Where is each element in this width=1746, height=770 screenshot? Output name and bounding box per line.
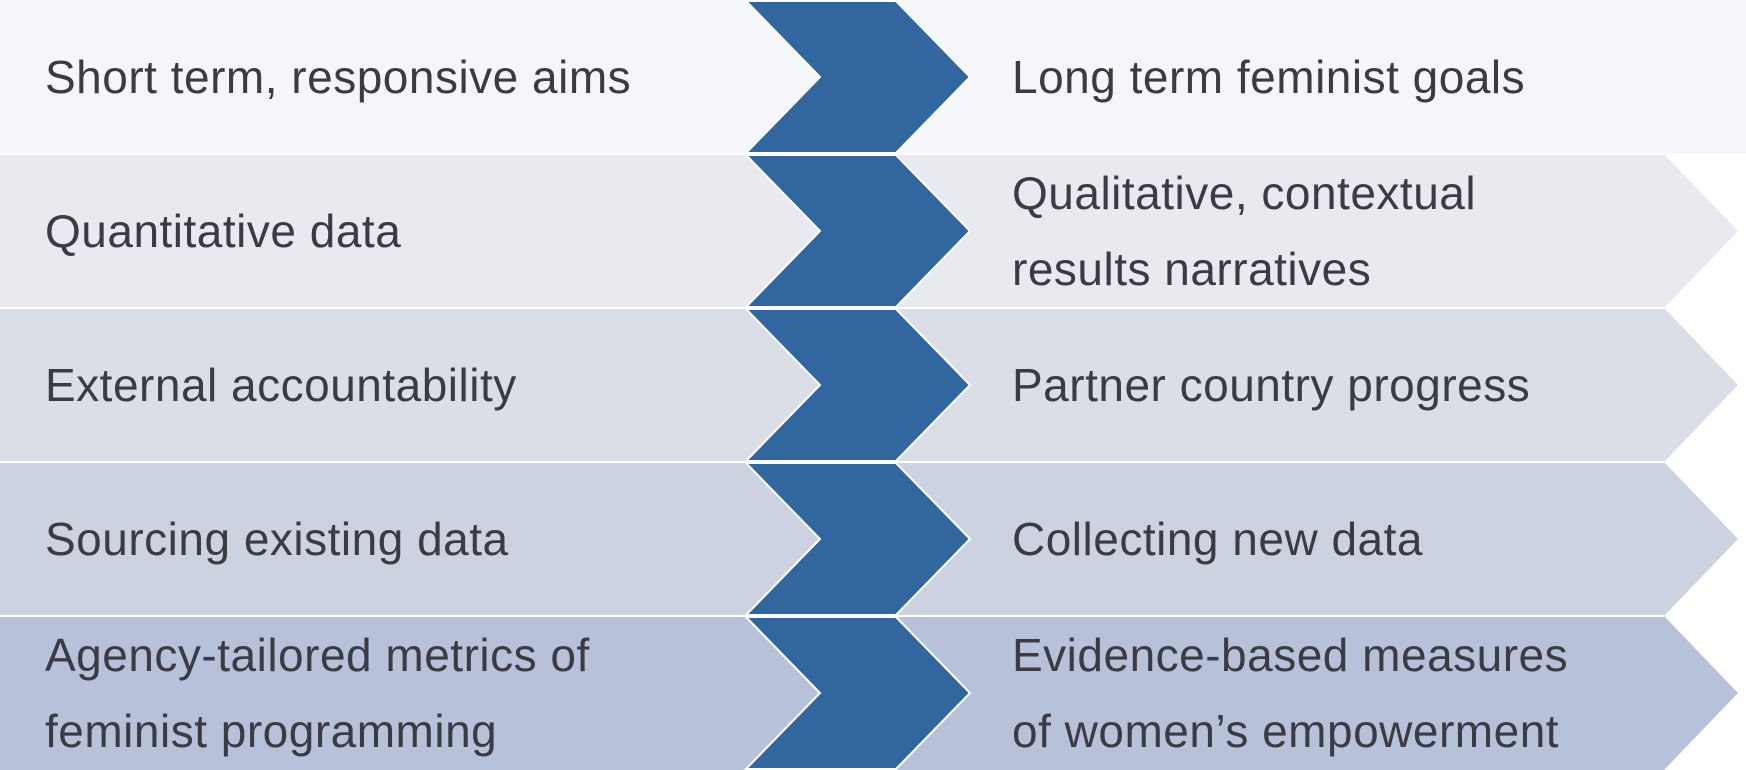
row-4-left-label: Sourcing existing data <box>45 513 509 565</box>
row-3-left-label: External accountability <box>45 359 517 411</box>
row-2-right-label: Qualitative, contextual results narrativ… <box>1012 167 1477 295</box>
row-1-right-label: Long term feminist goals <box>1012 51 1526 103</box>
row-2-chevron-arrow <box>743 154 972 308</box>
row-5-chevron-arrow <box>743 616 972 770</box>
row-3-right-label: Partner country progress <box>1012 359 1531 411</box>
row-3-chevron-arrow <box>743 308 972 462</box>
row-5-left-label: Agency-tailored metrics of feminist prog… <box>45 629 590 757</box>
row-2-left-label: Quantitative data <box>45 205 402 257</box>
row-1-left-label: Short term, responsive aims <box>45 51 632 103</box>
row-4-chevron-arrow <box>743 462 972 616</box>
row-5-right-label: Evidence-based measures of women’s empow… <box>1012 629 1569 757</box>
row-4-right-label: Collecting new data <box>1012 513 1423 565</box>
row-1-chevron-arrow <box>743 0 972 154</box>
